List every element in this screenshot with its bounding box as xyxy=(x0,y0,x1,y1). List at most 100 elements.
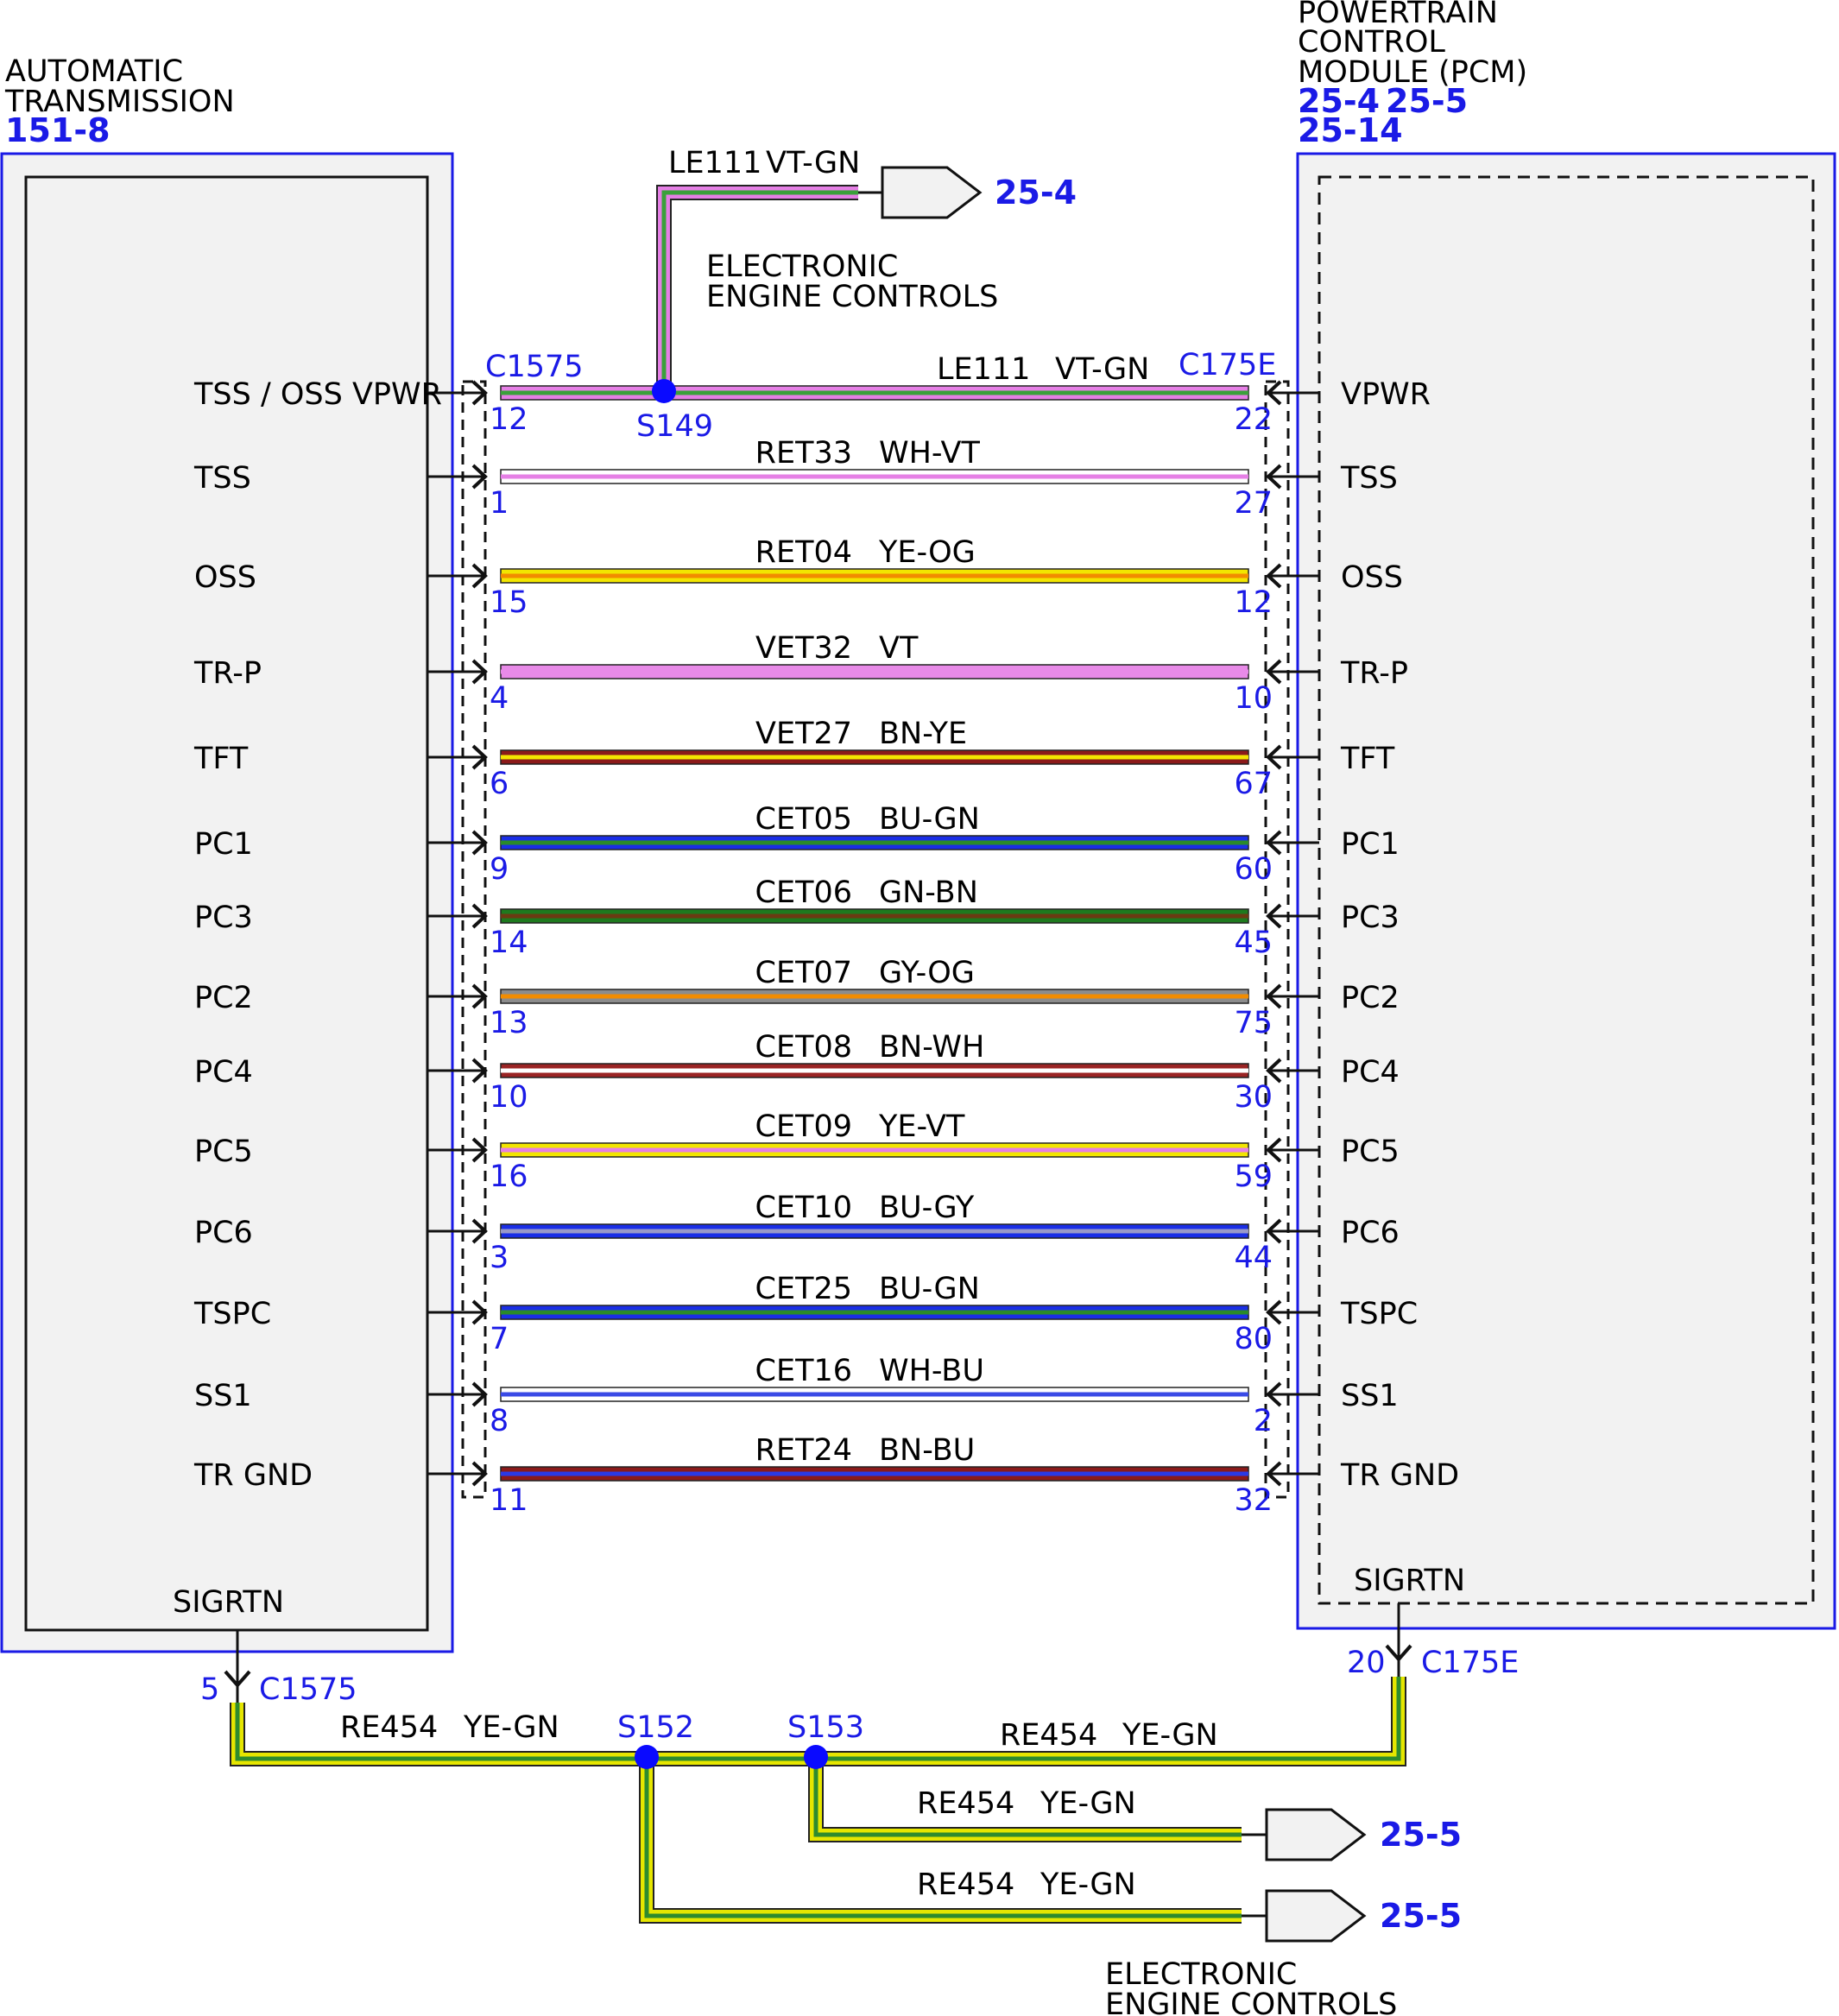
wire-circuit-label: CET07 xyxy=(755,956,852,990)
top-branch-circuit: LE111 xyxy=(668,146,762,180)
right-pin-number: 67 xyxy=(1234,767,1273,801)
right-pin-number: 80 xyxy=(1234,1322,1273,1356)
right-module-ref2[interactable]: 25-5 xyxy=(1386,82,1468,120)
right-module-ref3[interactable]: 25-14 xyxy=(1298,111,1403,149)
left-terminal-icon xyxy=(471,1058,488,1084)
left-module-title-line1: AUTOMATIC xyxy=(5,54,183,89)
wire-color-label: VT-GN xyxy=(1055,352,1149,387)
ground-branch1-wire[interactable] xyxy=(808,1759,1242,1842)
left-pin-number: 7 xyxy=(490,1322,509,1356)
left-module-title-line2: TRANSMISSION xyxy=(4,85,235,119)
right-terminal-icon xyxy=(1266,1461,1282,1487)
left-connector-name[interactable]: C1575 xyxy=(485,350,584,384)
right-sigrtn-pin: 20 xyxy=(1347,1646,1386,1680)
left-pin-label: TR-P xyxy=(193,656,262,691)
ground-branch1-outline xyxy=(808,1759,1242,1842)
left-pin-number: 15 xyxy=(490,585,528,620)
right-module-title-line3: MODULE (PCM) xyxy=(1298,55,1527,90)
splice-s149[interactable] xyxy=(652,379,676,403)
right-pin-label: TR-P xyxy=(1340,656,1408,691)
right-terminal-icon xyxy=(1266,830,1282,856)
ground-network: 5 C1575 20 C175E 25-5 RE454 YE-GN 25-5 R… xyxy=(200,1603,1519,2016)
splice-s153[interactable] xyxy=(804,1745,828,1769)
left-pin-label: PC3 xyxy=(194,901,253,935)
wire-color-label: BN-BU xyxy=(879,1433,975,1468)
wire-circuit-label: CET10 xyxy=(755,1191,852,1225)
ground-branch1-stripe xyxy=(813,1759,1242,1837)
left-pin-number: 3 xyxy=(490,1241,509,1275)
right-pin-number: 45 xyxy=(1234,926,1273,960)
left-pin-label: TFT xyxy=(193,742,249,776)
left-terminal-icon xyxy=(471,830,488,856)
right-terminal-icon xyxy=(1266,659,1282,685)
right-pin-number: 60 xyxy=(1234,852,1273,887)
right-pin-number: 32 xyxy=(1234,1483,1273,1518)
right-module-ref1[interactable]: 25-4 xyxy=(1298,82,1380,120)
left-pin-label: PC5 xyxy=(194,1134,253,1169)
wire-circuit-label: CET05 xyxy=(755,802,852,837)
right-connector-name[interactable]: C175E xyxy=(1179,348,1276,382)
left-terminal-icon xyxy=(471,1218,488,1244)
right-pin-label: PC4 xyxy=(1341,1055,1400,1090)
left-pin-label: PC2 xyxy=(194,981,253,1015)
splice-s152[interactable] xyxy=(635,1745,659,1769)
wire-circuit-label: VET32 xyxy=(755,631,852,666)
right-pin-label: SS1 xyxy=(1341,1379,1399,1413)
ground-branch1-circuit: RE454 xyxy=(917,1786,1014,1821)
ground-branch1-pointer-icon[interactable] xyxy=(1265,1808,1367,1861)
right-pin-label: TR GND xyxy=(1340,1458,1459,1493)
top-branch-pointer-icon[interactable] xyxy=(881,166,983,219)
left-sigrtn-label: SIGRTN xyxy=(173,1585,284,1620)
wire-color-label: GN-BN xyxy=(879,875,978,910)
wire-circuit-label: CET09 xyxy=(755,1109,852,1144)
ground-caption-line2: ENGINE CONTROLS xyxy=(1105,1988,1397,2016)
wire-stripe xyxy=(501,1068,1248,1073)
ground-branch1-ref[interactable]: 25-5 xyxy=(1380,1816,1462,1854)
ground-left-circuit: RE454 xyxy=(340,1710,438,1745)
left-pin-label: PC4 xyxy=(194,1055,253,1090)
ground-branch2-ref[interactable]: 25-5 xyxy=(1380,1897,1462,1935)
wire-circuit-label: LE111 xyxy=(937,352,1030,387)
right-pin-number: 59 xyxy=(1234,1160,1273,1194)
right-terminal-icon xyxy=(1266,1137,1282,1163)
ground-left-color: YE-GN xyxy=(463,1710,559,1745)
wire-circuit-label: CET06 xyxy=(755,875,852,910)
ground-branch1-color: YE-GN xyxy=(1040,1786,1136,1821)
wire-stripe xyxy=(501,474,1248,479)
left-connector-body xyxy=(461,380,487,1499)
ground-branch2-pointer-icon[interactable] xyxy=(1265,1889,1367,1943)
left-pin-number: 10 xyxy=(490,1080,528,1115)
wire-circuit-label: RET04 xyxy=(755,535,852,570)
wire-stripe xyxy=(501,913,1248,919)
right-pin-label: TSS xyxy=(1340,461,1398,496)
right-module-body xyxy=(1318,175,1815,1605)
left-pin-label: PC6 xyxy=(194,1216,253,1250)
ground-right-circuit: RE454 xyxy=(1000,1718,1097,1753)
left-sigrtn-connector[interactable]: C1575 xyxy=(259,1672,357,1707)
wire-stripe xyxy=(501,669,1248,674)
left-pin-number: 14 xyxy=(490,926,528,960)
top-branch-ref[interactable]: 25-4 xyxy=(995,174,1077,212)
left-pin-number: 11 xyxy=(490,1483,528,1518)
right-sigrtn-connector[interactable]: C175E xyxy=(1421,1646,1519,1680)
left-sigrtn-connector-icon xyxy=(224,1670,251,1689)
wire-color-label: BU-GY xyxy=(879,1191,975,1225)
ground-branch2-color: YE-GN xyxy=(1040,1867,1136,1902)
left-module-ref[interactable]: 151-8 xyxy=(5,111,111,149)
ground-caption-line1: ELECTRONIC xyxy=(1105,1957,1297,1992)
wire-color-label: WH-BU xyxy=(879,1354,984,1388)
left-pin-number: 4 xyxy=(490,681,509,716)
right-terminal-icon xyxy=(1266,983,1282,1009)
right-terminal-icon xyxy=(1266,1058,1282,1084)
right-pin-label: TFT xyxy=(1340,742,1395,776)
